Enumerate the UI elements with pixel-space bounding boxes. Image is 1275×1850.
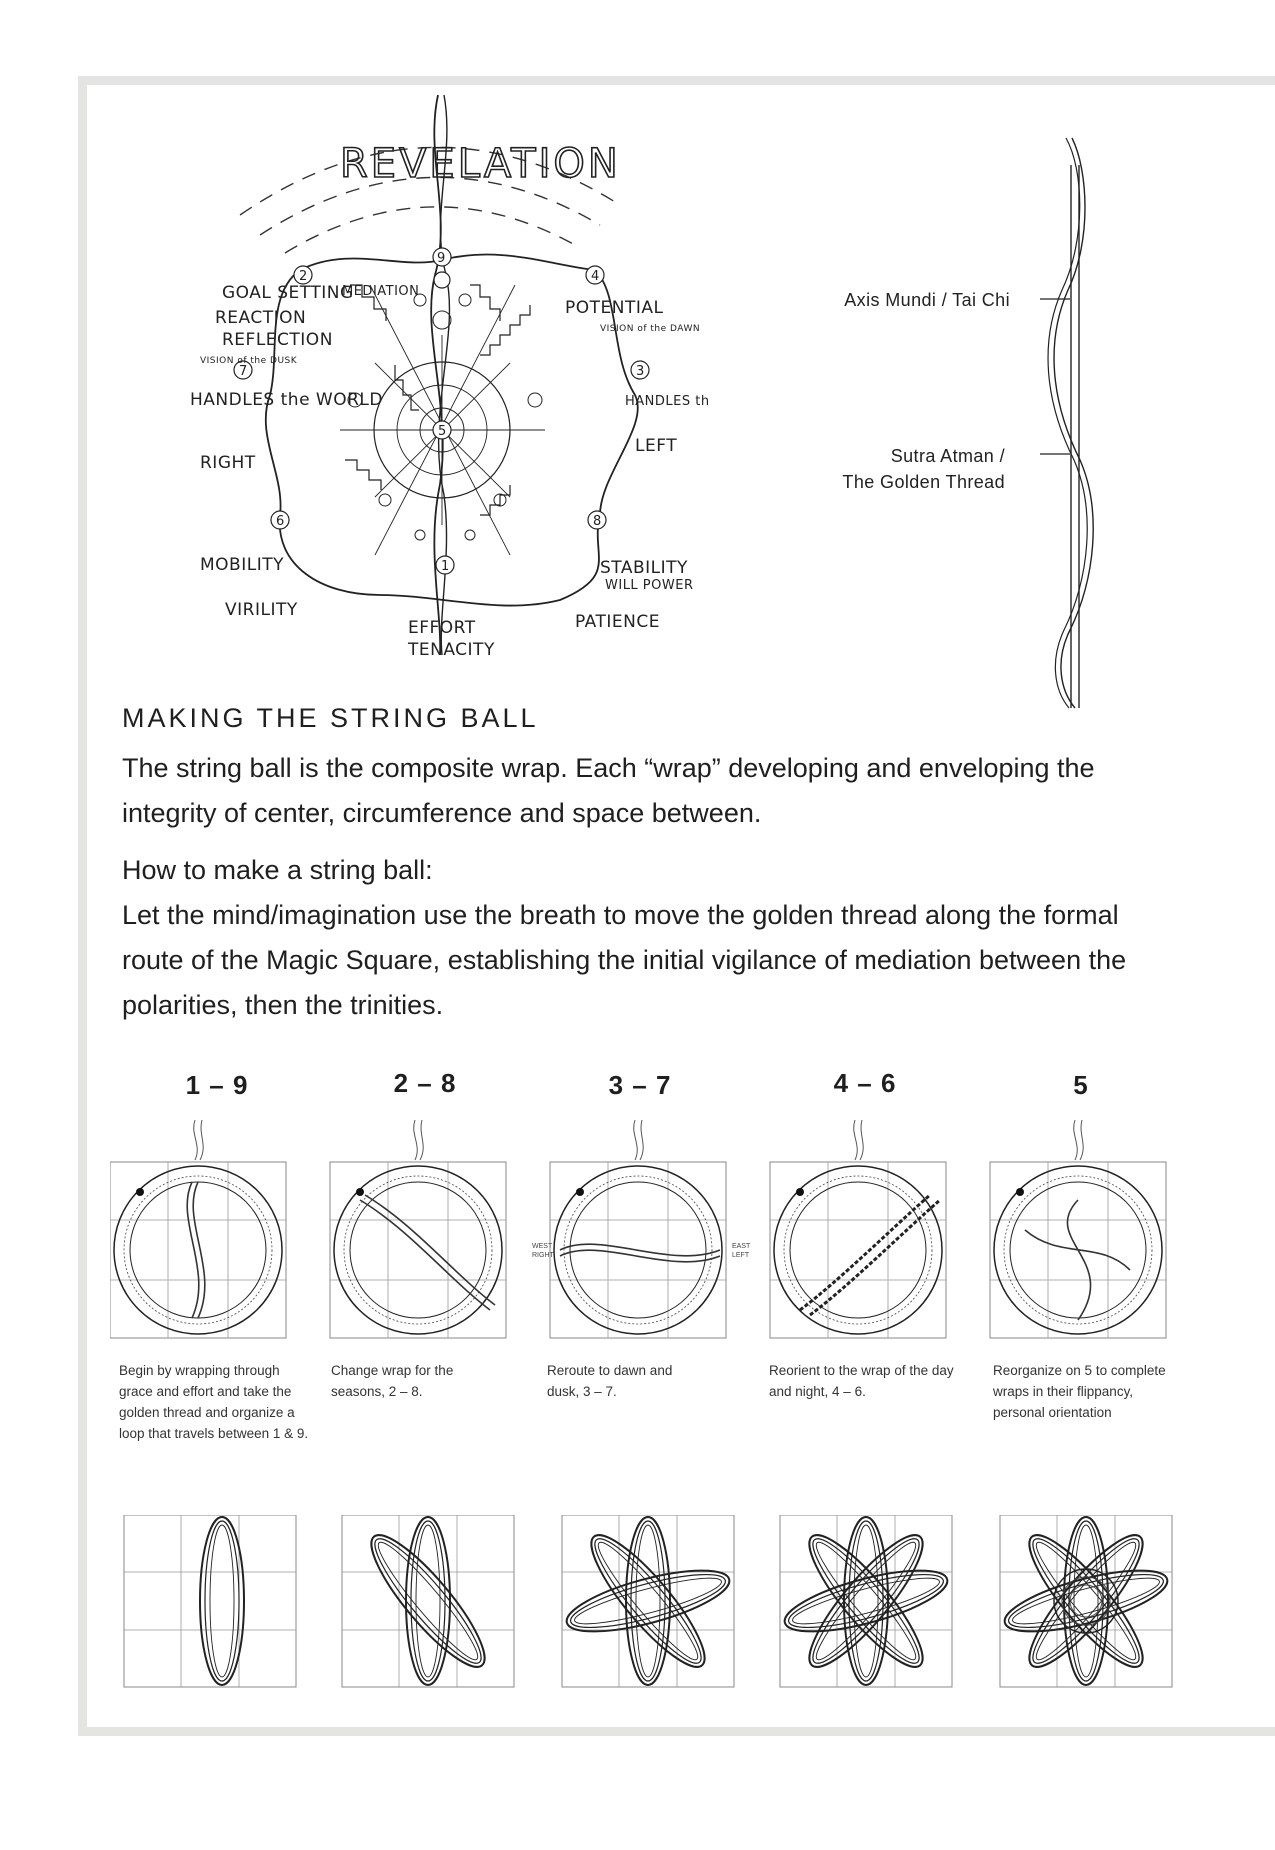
svg-text:REACTION: REACTION (215, 308, 306, 328)
svg-text:7: 7 (239, 364, 248, 379)
svg-text:REFLECTION: REFLECTION (222, 330, 333, 350)
step-caption-3: Reroute to dawn and dusk, 3 – 7. (547, 1360, 707, 1402)
section-heading: MAKING THE STRING BALL (122, 703, 539, 734)
svg-text:3: 3 (636, 364, 645, 379)
step-wheels: WEST RIGHT EAST LEFT (110, 1120, 1190, 1350)
svg-text:HANDLES the HEART: HANDLES the HEART (625, 394, 710, 409)
svg-text:6: 6 (276, 514, 285, 529)
svg-text:WEST: WEST (532, 1243, 553, 1250)
svg-text:PATIENCE: PATIENCE (575, 612, 660, 632)
svg-text:1: 1 (441, 559, 450, 574)
sutra-atman-label: Sutra Atman / The Golden Thread (780, 443, 1005, 495)
svg-text:EAST: EAST (732, 1243, 751, 1250)
string-ball-progression (122, 1515, 1182, 1690)
svg-text:RIGHT: RIGHT (200, 453, 256, 473)
revelation-diagram: REVELATION 9 2 4 (180, 95, 710, 675)
svg-text:VIRILITY: VIRILITY (225, 600, 298, 620)
step-number-4: 4 – 6 (775, 1068, 955, 1099)
svg-text:RIGHT: RIGHT (532, 1252, 555, 1259)
intro-paragraph: The string ball is the composite wrap. E… (122, 746, 1182, 836)
svg-text:4: 4 (591, 269, 600, 284)
svg-text:POTENTIAL: POTENTIAL (565, 298, 664, 318)
svg-text:STABILITY: STABILITY (600, 558, 688, 578)
axis-mundi-label: Axis Mundi / Tai Chi (780, 287, 1010, 313)
svg-text:LEFT: LEFT (635, 436, 677, 456)
svg-text:WILL POWER: WILL POWER (605, 578, 693, 593)
svg-text:VISION of the DAWN: VISION of the DAWN (600, 324, 700, 334)
svg-text:MOBILITY: MOBILITY (200, 555, 284, 575)
step-number-5: 5 (991, 1070, 1171, 1101)
step-caption-1: Begin by wrapping through grace and effo… (119, 1360, 309, 1444)
svg-text:9: 9 (437, 251, 446, 266)
svg-text:8: 8 (593, 514, 602, 529)
svg-text:HANDLES the WORLD: HANDLES the WORLD (190, 390, 383, 410)
step-caption-2: Change wrap for the seasons, 2 – 8. (331, 1360, 481, 1402)
howto-paragraph: How to make a string ball: Let the mind/… (122, 848, 1182, 1028)
step-caption-4: Reorient to the wrap of the day and nigh… (769, 1360, 959, 1402)
step-caption-5: Reorganize on 5 to complete wraps in the… (993, 1360, 1168, 1423)
svg-text:5: 5 (438, 424, 447, 439)
label-goal: GOAL SETTING (222, 283, 354, 303)
svg-text:2: 2 (299, 269, 308, 284)
step-number-3: 3 – 7 (550, 1070, 730, 1101)
axis-thread-diagram (1040, 130, 1130, 710)
step-number-1: 1 – 9 (127, 1070, 307, 1101)
step-number-2: 2 – 8 (335, 1068, 515, 1099)
svg-text:TENACITY: TENACITY (407, 640, 495, 660)
diagram-title: REVELATION (340, 141, 621, 187)
svg-text:VISION of the DUSK: VISION of the DUSK (200, 356, 298, 366)
svg-text:EFFORT: EFFORT (408, 618, 476, 638)
svg-text:LEFT: LEFT (732, 1252, 750, 1259)
